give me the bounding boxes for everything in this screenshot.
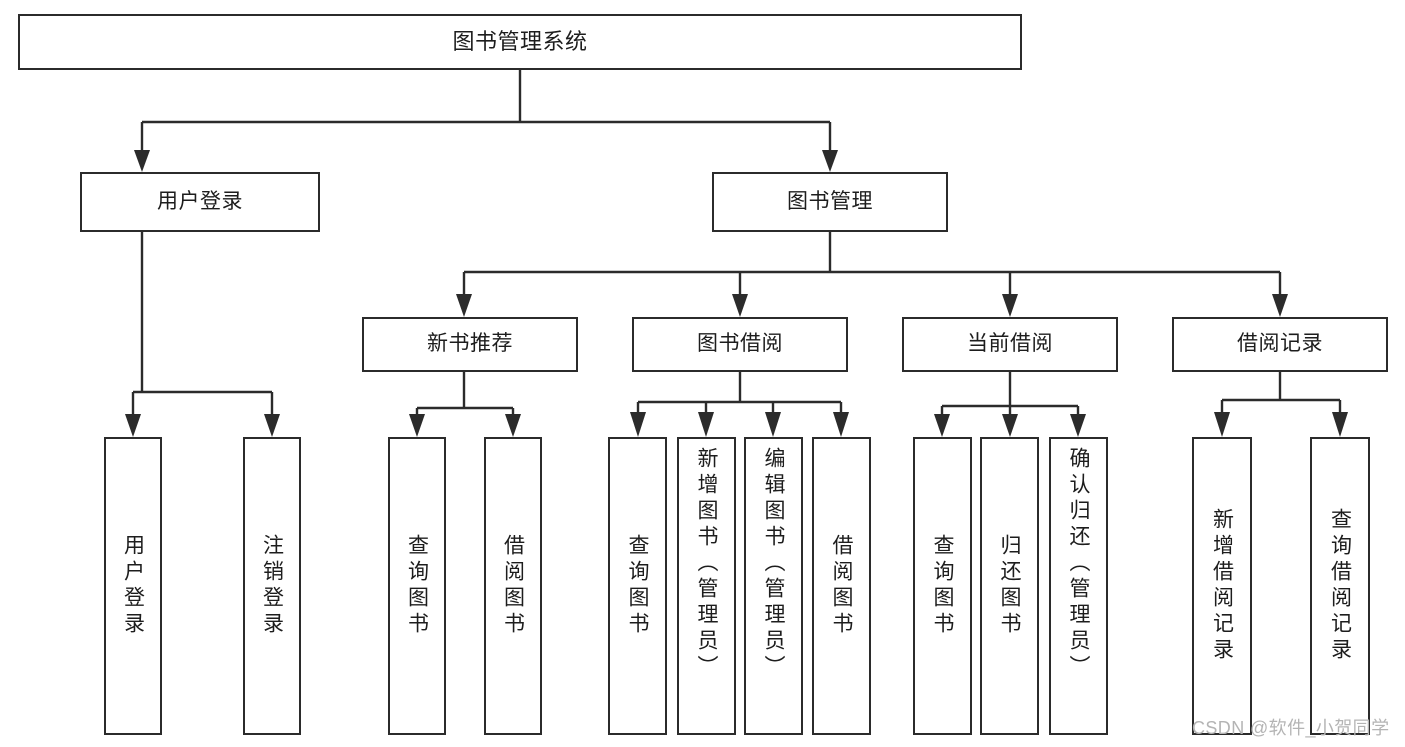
leaf-return-book[interactable]: 归还图书 xyxy=(980,437,1039,735)
node-borrow-record[interactable]: 借阅记录 xyxy=(1172,317,1388,372)
node-current-borrow[interactable]: 当前借阅 xyxy=(902,317,1118,372)
leaf-add-borrow-record[interactable]: 新增借阅记录 xyxy=(1192,437,1252,735)
node-label: 新增图书（管理员） xyxy=(695,447,718,681)
edge-root-to-level1 xyxy=(134,70,838,172)
edge-currentborrow-to-leaves xyxy=(934,372,1086,437)
leaf-logout-login[interactable]: 注销登录 xyxy=(243,437,301,735)
edge-userlogin-to-leaves xyxy=(125,232,280,437)
node-root-book-management-system[interactable]: 图书管理系统 xyxy=(18,14,1022,70)
node-label: 查询图书 xyxy=(405,534,429,638)
node-new-book-recommend[interactable]: 新书推荐 xyxy=(362,317,578,372)
node-label: 新增借阅记录 xyxy=(1210,508,1234,664)
node-user-login[interactable]: 用户登录 xyxy=(80,172,320,232)
node-label: 借阅记录 xyxy=(1237,332,1323,356)
node-label: 图书管理 xyxy=(787,189,873,213)
node-label: 当前借阅 xyxy=(967,332,1053,356)
edge-newbook-to-leaves xyxy=(409,372,521,437)
edge-bookmanage-to-level2 xyxy=(456,232,1288,317)
edge-bookborrow-to-leaves xyxy=(630,372,849,437)
leaf-query-book-recommend[interactable]: 查询图书 xyxy=(388,437,446,735)
node-book-borrow[interactable]: 图书借阅 xyxy=(632,317,848,372)
node-label: 图书借阅 xyxy=(697,332,783,356)
node-label: 查询图书 xyxy=(626,534,649,638)
node-label: 借阅图书 xyxy=(501,534,525,638)
node-label: 查询借阅记录 xyxy=(1328,508,1352,664)
leaf-add-book-admin[interactable]: 新增图书（管理员） xyxy=(677,437,736,735)
edge-borrowrecord-to-leaves xyxy=(1214,372,1348,437)
node-label: 用户登录 xyxy=(121,534,145,638)
node-label: 注销登录 xyxy=(260,534,284,638)
leaf-confirm-return-admin[interactable]: 确认归还（管理员） xyxy=(1049,437,1108,735)
leaf-borrow-book-recommend[interactable]: 借阅图书 xyxy=(484,437,542,735)
node-label: 用户登录 xyxy=(157,189,243,213)
node-label: 借阅图书 xyxy=(830,534,853,638)
leaf-query-book-borrow[interactable]: 查询图书 xyxy=(608,437,667,735)
node-book-management[interactable]: 图书管理 xyxy=(712,172,948,232)
node-label: 查询图书 xyxy=(931,534,954,638)
leaf-user-login[interactable]: 用户登录 xyxy=(104,437,162,735)
node-label: 新书推荐 xyxy=(427,332,513,356)
node-label: 编辑图书（管理员） xyxy=(762,447,785,681)
leaf-borrow-book-borrow[interactable]: 借阅图书 xyxy=(812,437,871,735)
node-label: 归还图书 xyxy=(998,534,1021,638)
leaf-edit-book-admin[interactable]: 编辑图书（管理员） xyxy=(744,437,803,735)
leaf-query-borrow-record[interactable]: 查询借阅记录 xyxy=(1310,437,1370,735)
node-label: 确认归还（管理员） xyxy=(1067,447,1090,681)
node-label: 图书管理系统 xyxy=(452,29,588,55)
leaf-query-book-current[interactable]: 查询图书 xyxy=(913,437,972,735)
